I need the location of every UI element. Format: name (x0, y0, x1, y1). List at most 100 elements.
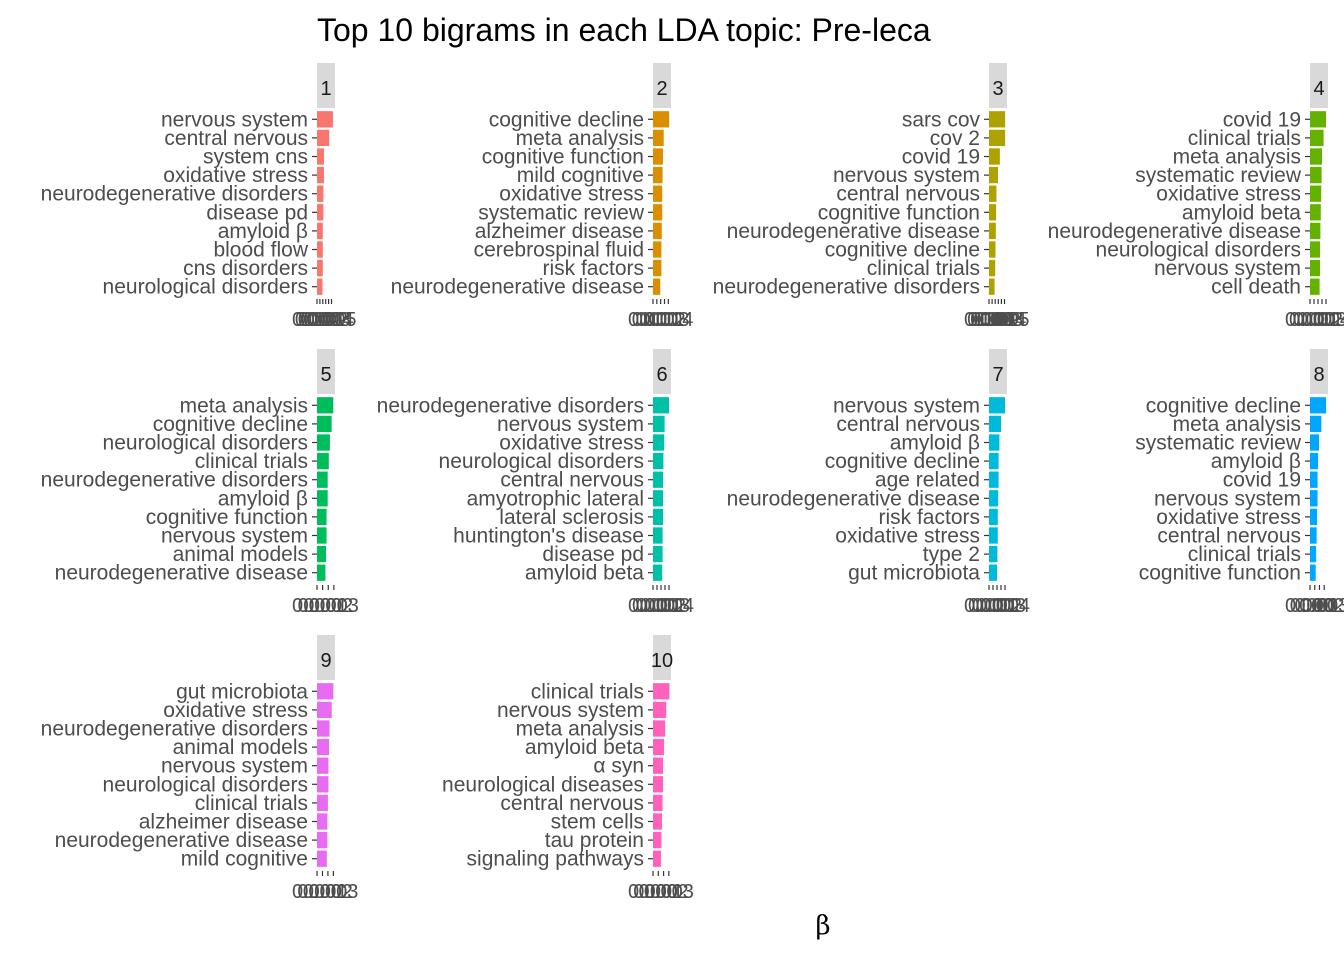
x-tick-label: 0.002 (303, 881, 353, 903)
category-label: huntington's disease (453, 525, 644, 548)
bar-6-6 (653, 490, 663, 507)
category-label: neurodegenerative disease (1048, 220, 1301, 243)
bar-4-7 (1310, 222, 1321, 240)
bar-1-9 (317, 259, 323, 277)
x-tick-label: 0.000 (1285, 309, 1335, 331)
x-tick-label: 0.001 (633, 881, 683, 903)
bar-2-4 (653, 166, 663, 184)
x-tick-label: 0.003 (1297, 309, 1344, 331)
x-tick-label: 0.000 (628, 309, 678, 331)
bar-6-3 (653, 434, 665, 451)
category-label: covid 19 (902, 146, 980, 169)
x-tick-label: 0.001 (632, 595, 682, 617)
category-label: central nervous (500, 469, 644, 492)
x-tick-label: 0.000 (628, 595, 678, 617)
bar-10-6 (653, 776, 664, 793)
category-label: neurodegenerative disorders (41, 469, 308, 492)
category-label: central nervous (164, 127, 308, 150)
category-label: oxidative stress (499, 183, 644, 206)
bar-1-3 (317, 148, 324, 165)
x-tick-label: 0.004 (643, 309, 693, 331)
bar-6-2 (653, 415, 665, 433)
x-tick-label: 0.001 (297, 881, 347, 903)
facet-strip-label: 1 (320, 78, 331, 100)
bar-8-5 (1310, 471, 1318, 488)
category-label: systematic review (478, 201, 645, 224)
bar-9-5 (317, 757, 329, 774)
category-label: cerebrospinal fluid (474, 239, 644, 262)
category-label: nervous system (161, 755, 308, 778)
category-label: central nervous (836, 413, 980, 436)
x-tick-label: 0.004 (304, 309, 354, 331)
category-label: cov 2 (930, 127, 980, 150)
category-label: neurodegenerative disease (55, 829, 308, 852)
category-label: neurological diseases (442, 773, 644, 796)
x-tick-label: 0.003 (1299, 595, 1344, 617)
bar-2-8 (653, 241, 662, 258)
x-tick-label: 0.002 (639, 881, 689, 903)
category-label: risk factors (542, 257, 644, 280)
category-label: alzheimer disease (139, 811, 308, 834)
category-label: covid 19 (1223, 469, 1301, 492)
facet-strip-label: 5 (320, 364, 331, 386)
bar-7-4 (989, 452, 999, 470)
facet-strip (1310, 63, 1328, 108)
category-label: systematic review (1135, 432, 1302, 455)
category-label: cell death (1211, 276, 1301, 299)
chart-title: Top 10 bigrams in each LDA topic: Pre-le… (317, 12, 931, 48)
bar-9-2 (317, 701, 332, 719)
x-tick-label: 0.004 (1301, 309, 1344, 331)
bar-10-3 (653, 720, 666, 737)
category-label: tau protein (545, 829, 644, 852)
category-label: gut microbiota (176, 680, 308, 703)
category-label: amyloid beta (1182, 201, 1301, 224)
x-tick-label: 0.001 (968, 595, 1018, 617)
category-label: neurological disorders (103, 432, 308, 455)
x-tick-label: 0.000 (964, 595, 1014, 617)
category-label: cognitive function (482, 146, 644, 169)
bar-8-10 (1310, 564, 1316, 581)
bar-6-10 (653, 564, 663, 581)
x-tick-label: 0.003 (976, 595, 1026, 617)
x-tick-label: 0.005 (979, 309, 1029, 331)
facet-strip-label: 2 (656, 78, 667, 100)
bar-10-7 (653, 794, 663, 812)
facet-strip (317, 349, 335, 394)
x-tick-label: 0.002 (636, 309, 686, 331)
category-label: neurodegenerative disease (727, 487, 980, 510)
bar-10-8 (653, 813, 662, 830)
category-label: neurodegenerative disease (391, 276, 644, 299)
bar-6-8 (653, 527, 663, 544)
bar-10-5 (653, 757, 664, 774)
bar-8-7 (1310, 508, 1318, 526)
category-label: covid 19 (1223, 108, 1301, 131)
bar-5-6 (317, 490, 328, 507)
category-label: age related (875, 469, 980, 492)
facet-strip (317, 635, 335, 680)
bar-8-2 (1310, 415, 1322, 433)
facet-strip (653, 349, 671, 394)
category-label: cns disorders (183, 257, 308, 280)
bar-6-7 (653, 508, 663, 526)
category-label: type 2 (923, 543, 980, 566)
category-label: cognitive decline (825, 239, 980, 262)
bar-7-3 (989, 434, 1000, 451)
category-label: neurodegenerative disorders (41, 183, 308, 206)
bar-9-10 (317, 850, 327, 867)
category-label: nervous system (1154, 257, 1301, 280)
category-label: clinical trials (867, 257, 980, 280)
x-tick-label: 0.000 (292, 881, 342, 903)
category-label: nervous system (161, 525, 308, 548)
category-label: amyloid β (218, 487, 308, 510)
category-label: disease pd (206, 201, 308, 224)
bar-10-9 (653, 831, 662, 849)
bar-2-2 (653, 129, 664, 147)
bar-9-9 (317, 831, 328, 849)
bar-3-10 (989, 278, 995, 295)
category-label: mild cognitive (517, 164, 644, 187)
bar-9-4 (317, 738, 329, 756)
bar-5-2 (317, 415, 332, 433)
